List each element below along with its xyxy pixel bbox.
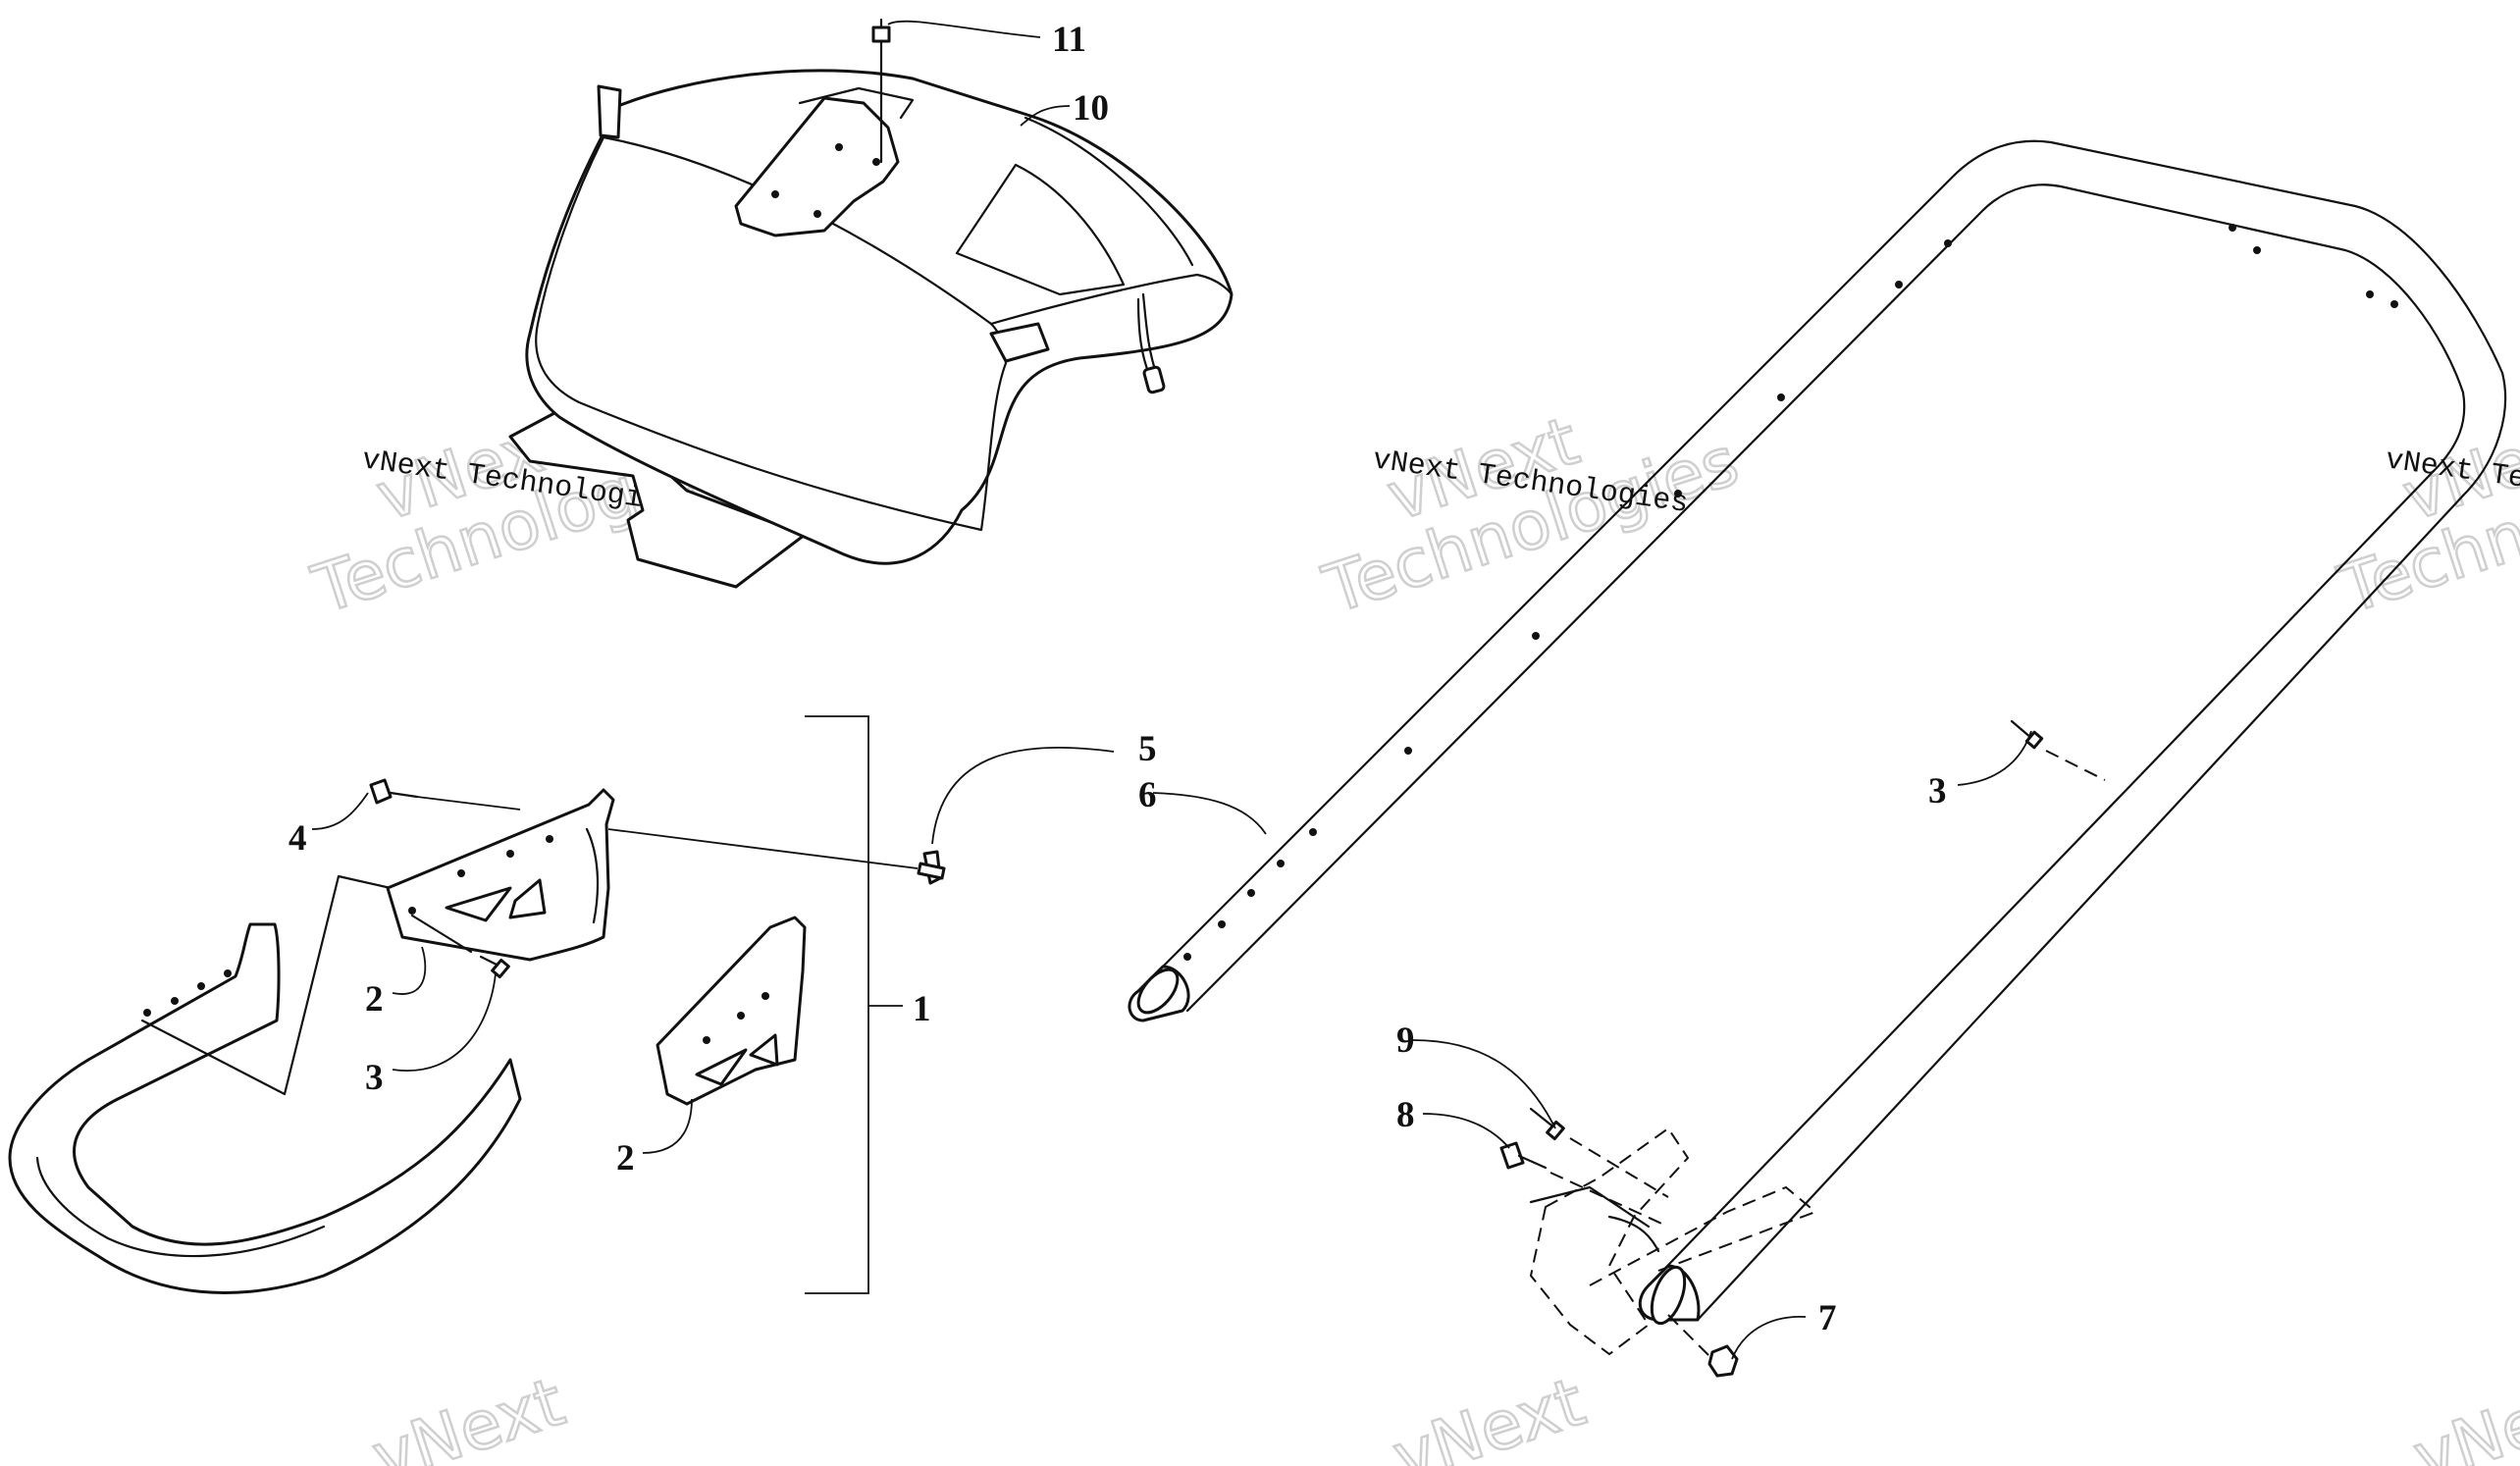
callout-6: 6: [1138, 775, 1157, 815]
bolt-8: [1499, 1141, 1669, 1228]
callout-9: 9: [1396, 1021, 1415, 1061]
group-bracket-1: [805, 715, 903, 1294]
callout-5: 5: [1138, 729, 1157, 769]
screw-11: [871, 18, 891, 164]
callout-leaders: [311, 20, 2032, 1360]
watermark-line1: vNext: [2405, 1364, 2520, 1466]
watermark-group-3: vNext Technologies: [2330, 401, 2520, 631]
tube-frame: [1128, 139, 2507, 1326]
watermark-line1: vNext: [1385, 1364, 1594, 1466]
watermark-group-6: vNext: [2404, 1362, 2520, 1466]
connector-5: [607, 828, 946, 885]
callout-1: 1: [913, 989, 931, 1029]
bolt-4: [369, 778, 521, 811]
watermark-line1: vNext: [364, 1364, 573, 1466]
watermark-group-5: vNext: [1384, 1362, 1596, 1466]
callout-7: 7: [1818, 1298, 1837, 1338]
mount-area: [1529, 1126, 1816, 1356]
bracket-2-left: [386, 788, 615, 962]
callout-8: 8: [1396, 1095, 1415, 1135]
callout-10: 10: [1073, 88, 1109, 129]
callout-11: 11: [1052, 20, 1086, 60]
callout-3-left: 3: [365, 1058, 384, 1098]
callout-2-right: 2: [616, 1138, 635, 1178]
nut-7: [1667, 1314, 1739, 1378]
rivet-9: [1529, 1107, 1669, 1198]
bumper: [8, 874, 522, 1294]
callout-labels: 11 10 5 6 3 9 8 7 4 1 2 3 2: [289, 20, 1947, 1338]
callout-4: 4: [289, 818, 307, 859]
storage-bag: [508, 69, 1234, 589]
callout-2-left: 2: [365, 979, 384, 1020]
watermark-group-4: vNext: [363, 1362, 575, 1466]
callout-3-right: 3: [1928, 771, 1947, 812]
rivet-3-right: [2010, 719, 2106, 781]
bracket-2-right: [656, 916, 807, 1106]
